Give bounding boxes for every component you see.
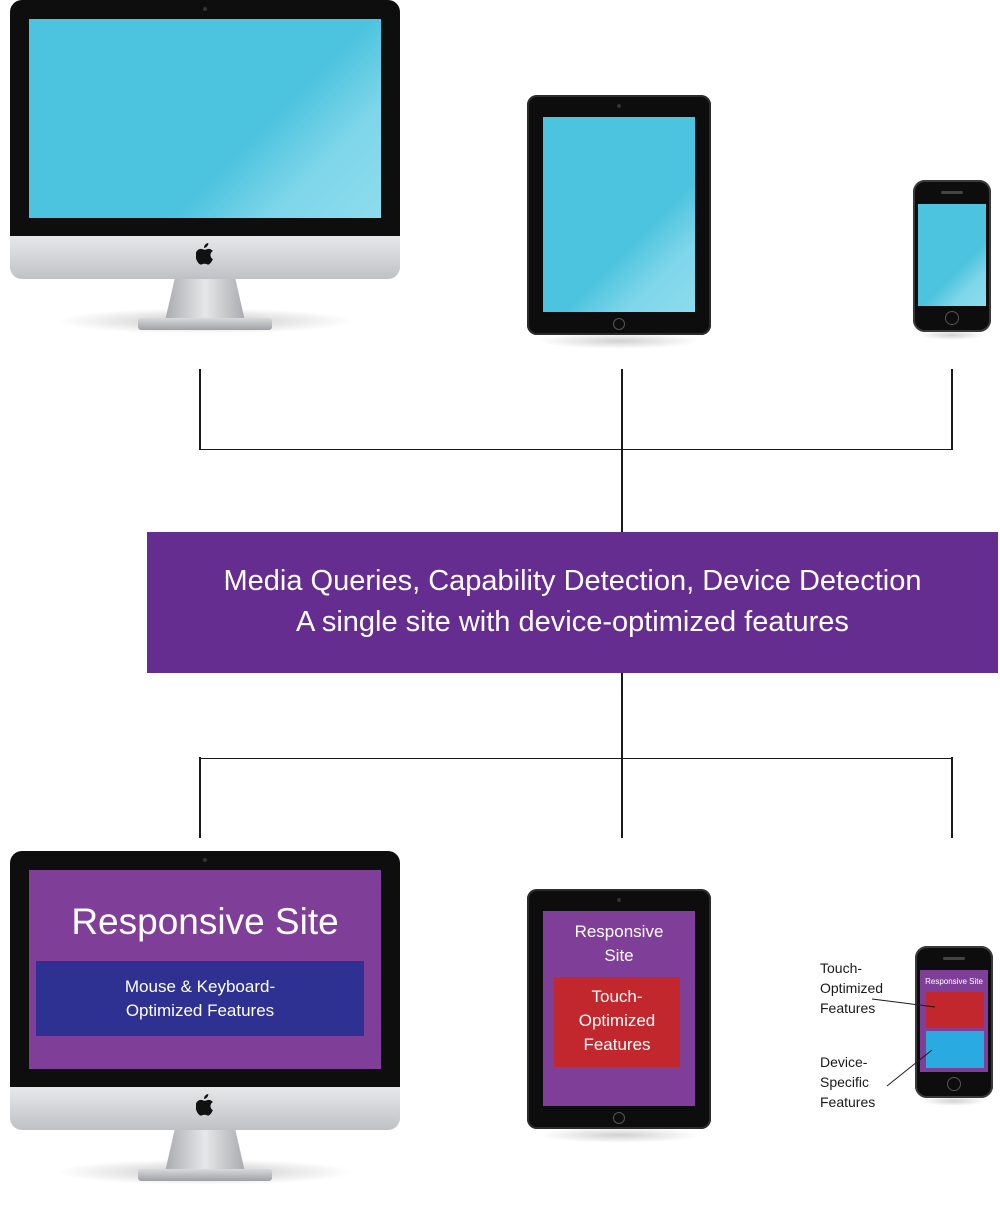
bottom-phone: Responsive Site [915,946,993,1108]
connector-to-desktop [199,757,201,838]
top-desktop-monitor [10,0,400,336]
connector-top-horizontal [199,448,953,450]
camera [617,898,621,902]
home-button [613,1112,625,1124]
connector-desktop-down [199,369,201,450]
callout-touch-line-3: Features [820,1000,876,1016]
touch-line-3: Features [583,1035,651,1054]
phone-site-title: Responsive Site [925,977,983,986]
tablet-screen-blank [543,117,695,312]
touch-features-box: Touch- Optimized Features [554,977,680,1067]
touch-line-2: Optimized [578,1011,656,1030]
monitor-foot [138,1169,272,1181]
phone-touch-box [926,992,984,1028]
feature-line-1: Mouse & Keyboard- [124,977,276,996]
apple-logo-icon [196,1094,213,1116]
mouse-keyboard-features-box: Mouse & Keyboard- Optimized Features [36,961,364,1036]
feature-line-2: Optimized Features [125,1001,275,1020]
tablet-title-line-2: Site [604,946,634,965]
monitor-stand [165,1130,245,1172]
callout-device-line-3: Features [820,1094,876,1110]
callout-touch-line-1: Touch- [820,960,863,976]
phone-shadow [919,330,985,340]
connector-tablet-down [621,369,623,532]
home-button [947,1077,961,1091]
top-tablet [527,95,711,350]
apple-logo-icon [196,243,213,265]
camera [203,7,207,11]
tablet-shadow [537,1127,701,1143]
callout-touch-line-2: Optimized [820,980,884,996]
callout-touch-optimized: Touch- Optimized Features [820,958,910,1018]
touch-line-1: Touch- [591,987,643,1006]
camera [617,104,621,108]
media-queries-banner: Media Queries, Capability Detection, Dev… [147,532,998,673]
banner-line-1: Media Queries, Capability Detection, Dev… [223,565,922,597]
top-phone [913,180,991,342]
connector-phone-down [951,369,953,450]
tablet-shadow [537,333,701,349]
home-button [945,311,959,325]
phone-body: Responsive Site [915,946,993,1098]
speaker [941,191,963,194]
tablet-site-title: Responsive Site [543,920,695,968]
bottom-desktop-monitor: Responsive Site Mouse & Keyboard- Optimi… [10,851,400,1187]
connector-bottom-horizontal [199,757,953,759]
camera [203,858,207,862]
tablet-title-line-1: Responsive [574,922,664,941]
monitor-frame [10,0,400,238]
banner-line-2: A single site with device-optimized feat… [296,606,849,638]
connector-to-phone [951,757,953,838]
home-button [613,318,625,330]
desktop-site-screen: Responsive Site Mouse & Keyboard- Optimi… [29,870,381,1069]
tablet-body: Responsive Site Touch- Optimized Feature… [527,889,711,1129]
callout-device-line-1: Device- [820,1054,868,1070]
callout-device-specific: Device- Specific Features [820,1052,910,1112]
phone-screen-blank [918,204,986,306]
monitor-foot [138,318,272,330]
phone-shadow [921,1096,987,1106]
speaker [943,957,965,960]
connector-banner-down [621,673,623,838]
tablet-body [527,95,711,335]
phone-site-screen: Responsive Site [920,970,988,1072]
callout-device-line-2: Specific [820,1074,870,1090]
monitor-frame: Responsive Site Mouse & Keyboard- Optimi… [10,851,400,1089]
desktop-site-title: Responsive Site [71,901,339,942]
phone-device-box [926,1031,984,1068]
tablet-site-screen: Responsive Site Touch- Optimized Feature… [543,911,695,1106]
phone-body [913,180,991,332]
monitor-stand [165,279,245,321]
bottom-tablet: Responsive Site Touch- Optimized Feature… [527,889,711,1144]
monitor-screen-blank [29,19,381,218]
